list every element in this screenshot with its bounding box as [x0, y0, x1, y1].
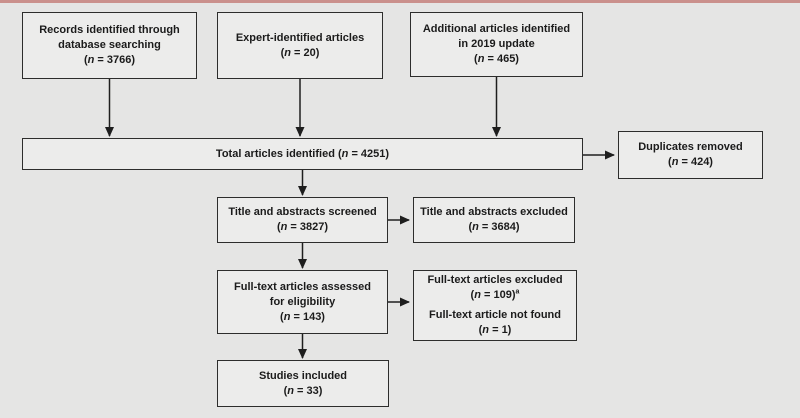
box-fulltext-assessed: Full-text articles assessed for eligibil…	[217, 270, 388, 334]
box-n-value: (n = 424)	[668, 156, 713, 168]
box-studies-included: Studies included (n = 33)	[217, 360, 389, 407]
box-n-value: (n = 20)	[280, 46, 320, 59]
box-n-value: (n = 3766)	[83, 54, 136, 66]
box-n-value: (n = 1)	[478, 324, 512, 336]
box-text-line: Full-text articles assessed	[234, 280, 371, 293]
box-text-line: Duplicates removed	[638, 141, 743, 153]
box-additional-2019-update: Additional articles identified in 2019 u…	[410, 12, 583, 77]
box-title-abstracts-excluded: Title and abstracts excluded (n = 3684)	[413, 197, 575, 243]
box-text-line: Total articles identified (n = 4251)	[216, 147, 389, 162]
box-fulltext-excluded: Full-text articles excluded (n = 109)a F…	[413, 270, 577, 341]
box-duplicates-removed: Duplicates removed (n = 424)	[618, 131, 763, 179]
box-n-value: (n = 4251)	[337, 147, 390, 160]
box-n-value: (n = 465)	[474, 53, 519, 65]
top-accent-bar	[0, 0, 800, 3]
box-text-line: Full-text articles excluded	[427, 274, 563, 286]
box-text-line: database searching	[58, 39, 161, 51]
n-text: (n = 109)	[470, 289, 516, 301]
not-found-entry: Full-text article not found (n = 1)	[429, 308, 561, 338]
box-text-line: Records identified through	[39, 24, 180, 36]
box-text-line: Full-text article not found	[429, 309, 561, 321]
box-text-line: Expert-identified articles	[235, 31, 365, 44]
box-expert-identified: Expert-identified articles (n = 20)	[217, 12, 383, 79]
box-records-identified: Records identified through database sear…	[22, 12, 197, 79]
box-text-line: Title and abstracts screened	[228, 206, 377, 218]
excluded-entry: Full-text articles excluded (n = 109)a	[427, 273, 562, 303]
box-n-value: (n = 33)	[283, 384, 323, 397]
box-total-articles: Total articles identified (n = 4251)	[22, 138, 583, 170]
box-text-line: for eligibility	[269, 295, 336, 308]
box-text-line: Additional articles identified	[422, 23, 571, 35]
box-text-line: Title and abstracts excluded	[420, 206, 568, 218]
box-n-value: (n = 3684)	[468, 221, 520, 233]
box-n-value: (n = 143)	[280, 310, 325, 323]
footnote-marker: a	[515, 288, 520, 296]
box-n-value: (n = 3827)	[276, 221, 329, 233]
box-text-line: Studies included	[258, 369, 347, 382]
box-n-value: (n = 109)a	[427, 288, 562, 303]
box-title-abstracts-screened: Title and abstracts screened (n = 3827)	[217, 197, 388, 243]
box-label: Total articles identified	[215, 147, 335, 160]
box-text-line: in 2019 update	[458, 38, 535, 50]
